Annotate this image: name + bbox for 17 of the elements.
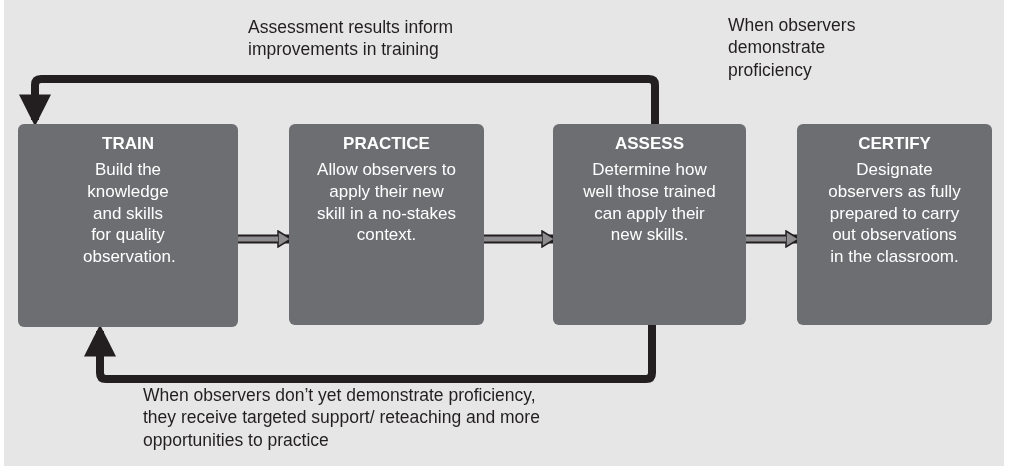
- box-description: Build the knowledge and skills for quality observation.: [83, 159, 173, 268]
- process-box: [289, 124, 484, 325]
- box-description: Designate observers as fully prepared to carry out observations in the classroom.: [827, 159, 962, 268]
- process-box: [797, 124, 992, 325]
- feedback-arrow: [19, 75, 659, 127]
- box-description: Determine how well those trained can apply their new skills.: [582, 159, 717, 246]
- edge-label: When observers don’t yet demonstrate proficiency, they receive targeted support/ reteaching and more opportunities to practice: [143, 384, 541, 452]
- box-description: Allow observers to apply their new skill in a no-stakes context.: [316, 159, 457, 246]
- box-heading: TRAIN: [102, 134, 154, 154]
- edge-label: Assessment results inform improvements in training: [248, 16, 455, 61]
- process-box: [18, 124, 238, 327]
- box-heading: PRACTICE: [343, 134, 430, 154]
- box-heading: ASSESS: [615, 134, 684, 154]
- process-box: [553, 124, 746, 325]
- box-heading: CERTIFY: [858, 134, 931, 154]
- note-text: When observers demonstrate proficiency: [728, 14, 857, 82]
- feedback-arrow: [84, 324, 656, 383]
